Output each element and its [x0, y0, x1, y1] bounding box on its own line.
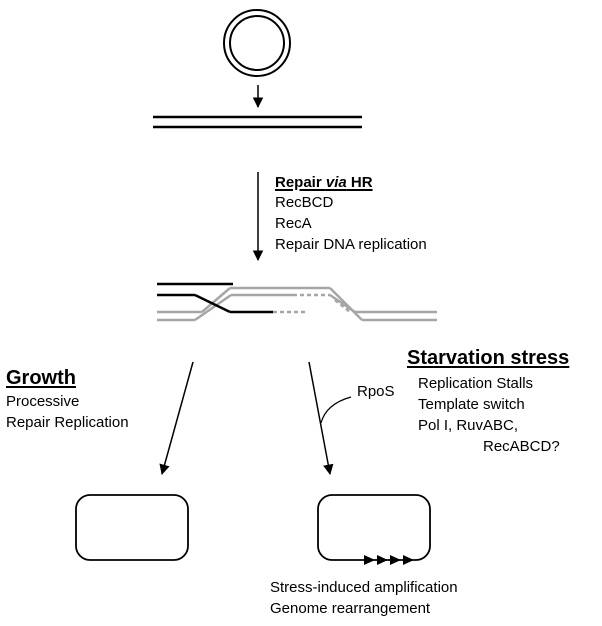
growth-line-repair-replication: Repair Replication: [6, 414, 129, 431]
rpos-label: RpoS: [357, 383, 395, 400]
outcome-line-rearrangement: Genome rearrangement: [270, 600, 431, 617]
chromosome-growth: [75, 494, 189, 561]
amplification-arrowhead: [377, 555, 388, 565]
amplification-arrowhead: [364, 555, 375, 565]
repair-line-recbcd: RecBCD: [275, 194, 334, 211]
chromosome-stress: [317, 494, 431, 561]
starvation-line-recabcd: RecABCD?: [483, 438, 560, 455]
grey-strand: [194, 293, 232, 322]
starvation-line-stalls: Replication Stalls: [418, 375, 534, 392]
rpos-connector: [320, 396, 352, 424]
circular-dna-icon: [223, 9, 291, 77]
starvation-line-pol-ruv: Pol I, RuvABC,: [418, 417, 519, 434]
amplification-arrows: [364, 555, 414, 565]
repair-intermediate: [157, 282, 437, 322]
outcome-line-amplification: Stress-induced amplification: [270, 579, 458, 596]
repair-line-reca: RecA: [275, 215, 312, 232]
starvation-heading: Starvation stress: [407, 347, 570, 369]
grey-strand: [201, 287, 231, 313]
growth-heading: Growth: [6, 367, 76, 389]
growth-line-processive: Processive: [6, 393, 80, 410]
grey-strand: [329, 287, 363, 321]
arrow-growth: [159, 361, 194, 476]
linear-dsdna: [153, 115, 362, 129]
black-strand: [194, 293, 231, 314]
repair-line-replication: Repair DNA replication: [275, 236, 427, 253]
amplification-arrowhead: [390, 555, 401, 565]
starvation-line-template-switch: Template switch: [418, 396, 525, 413]
amplification-arrowhead: [403, 555, 414, 565]
repair-heading: Repair via HR: [275, 174, 373, 191]
arrow-starvation: [308, 361, 334, 476]
grey-strand: [334, 299, 351, 313]
